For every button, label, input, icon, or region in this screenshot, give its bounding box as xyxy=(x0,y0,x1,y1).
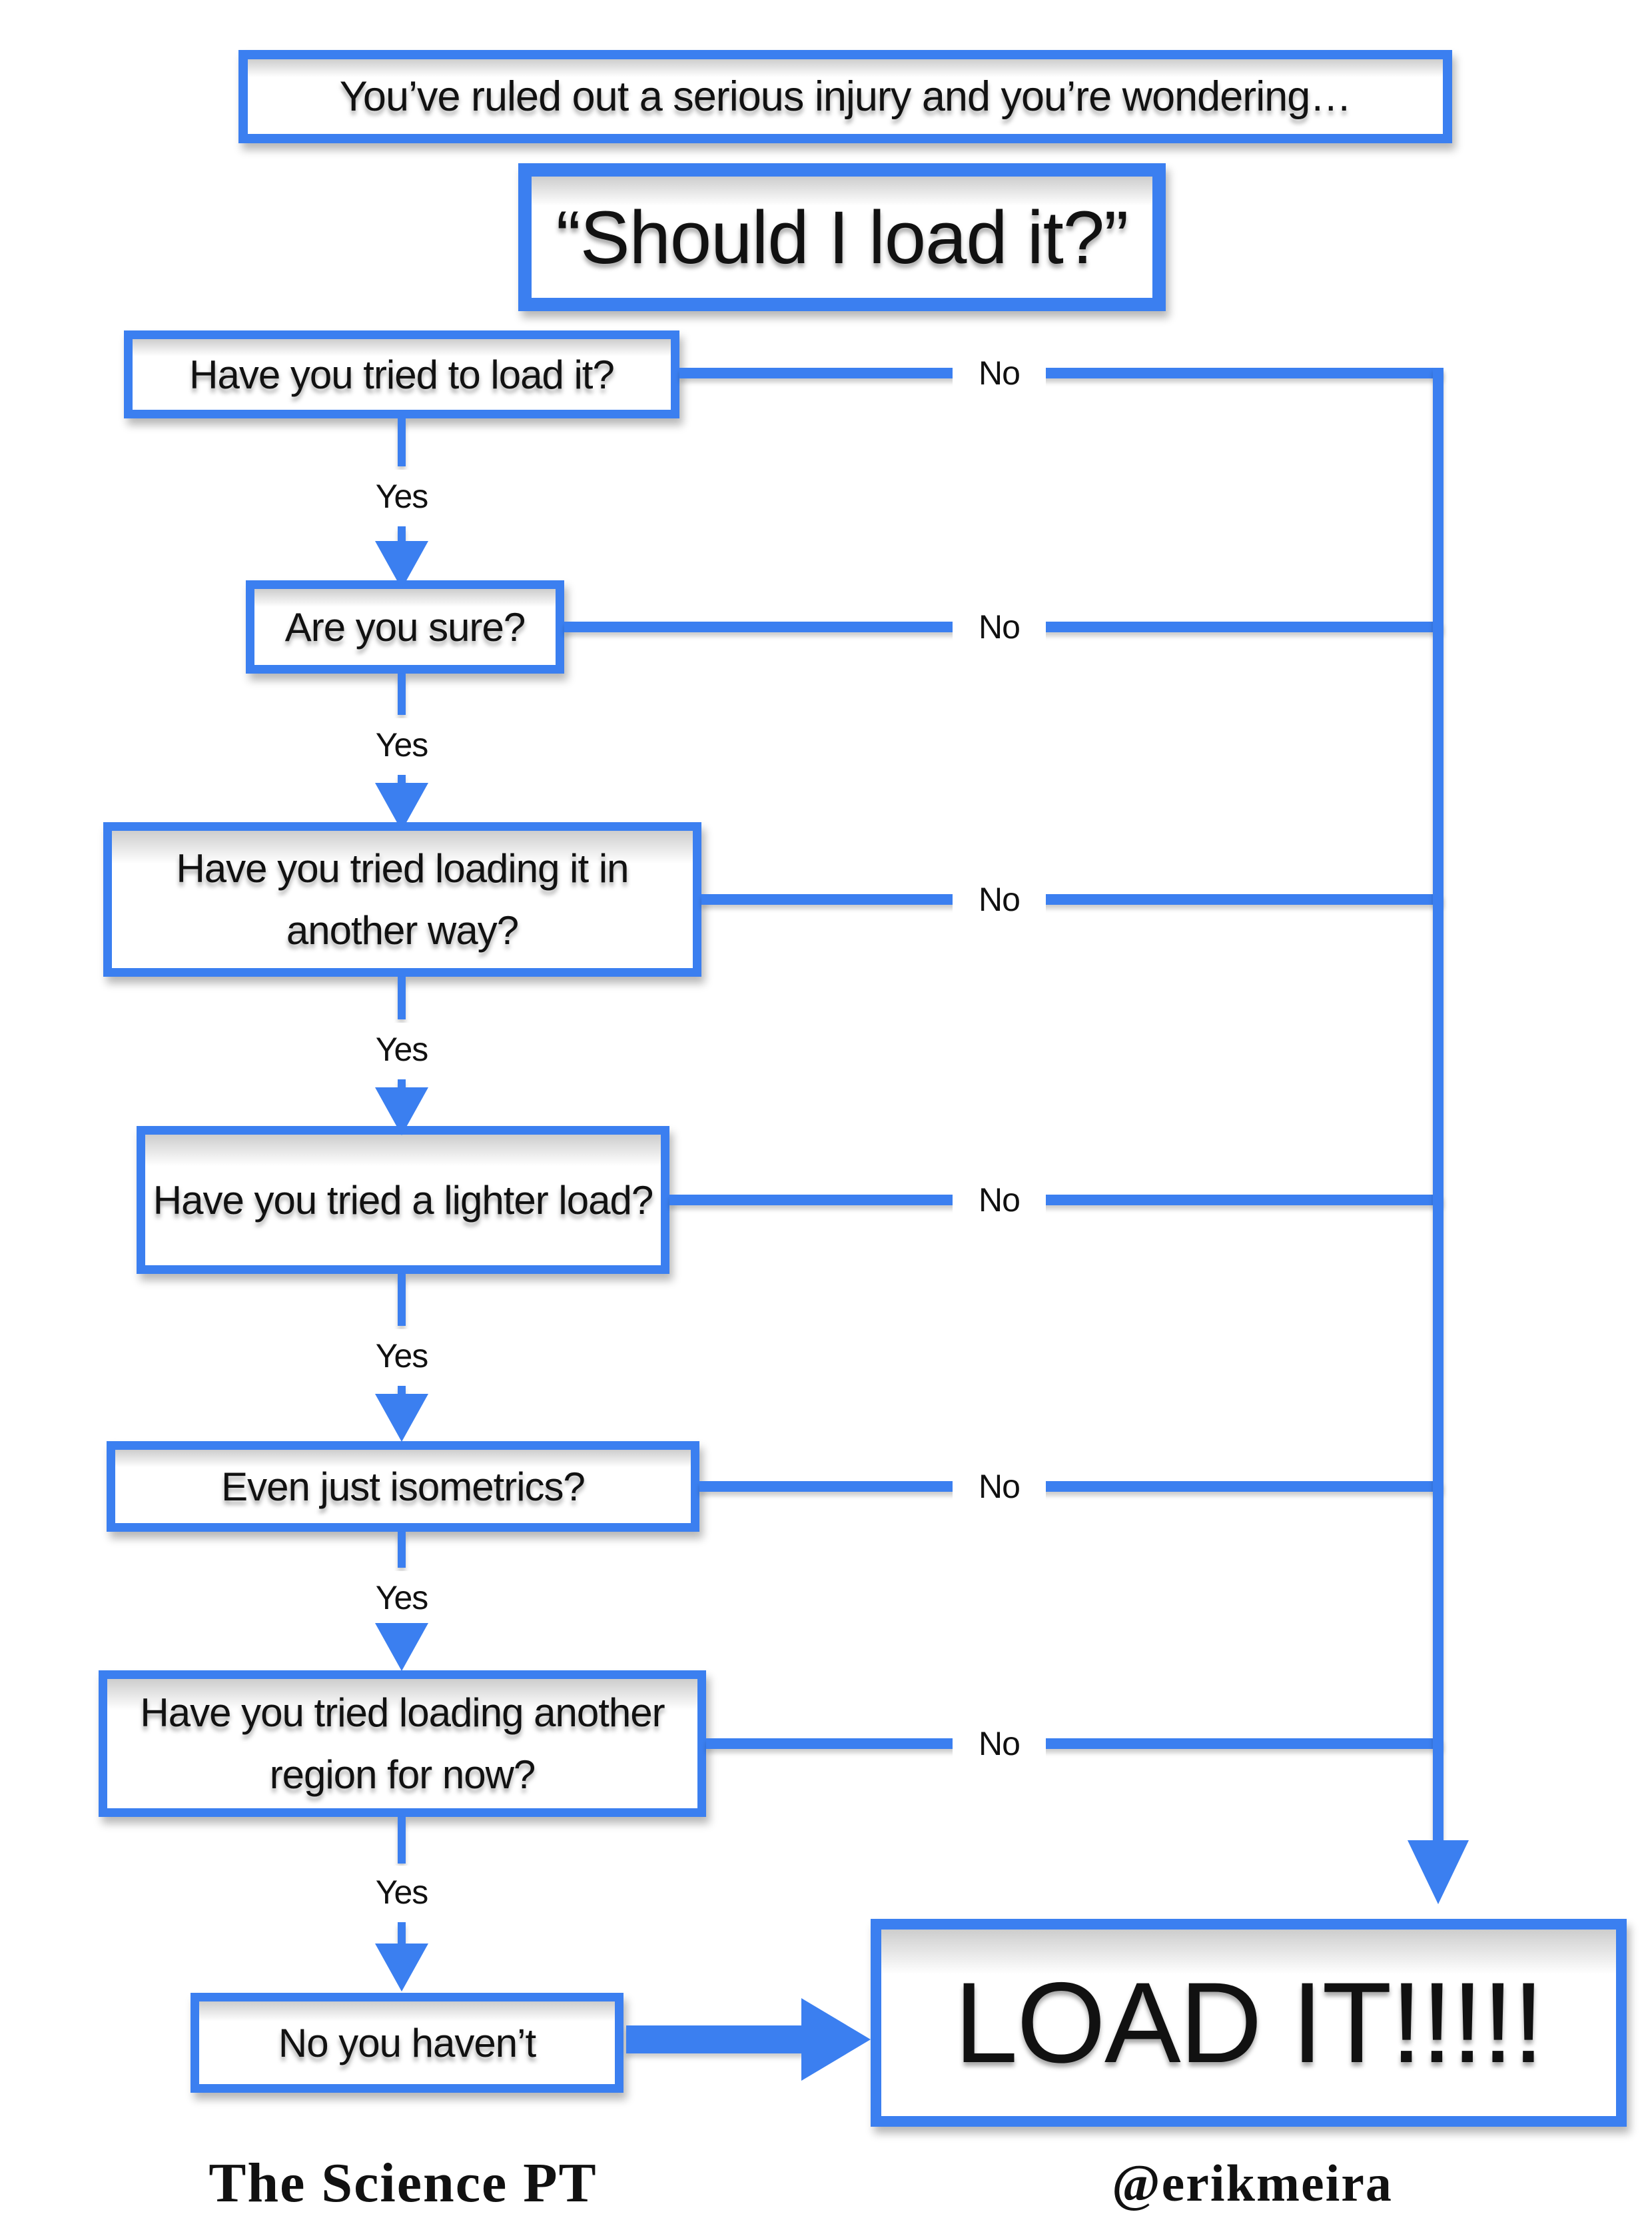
no-label-6: No xyxy=(953,1717,1046,1770)
credit-right: @erikmeira xyxy=(1112,2154,1393,2212)
yes-arrowhead-6-icon xyxy=(375,1944,428,1991)
question-text-5: Even just isometrics? xyxy=(221,1464,586,1509)
yes-label-1: Yes xyxy=(355,470,448,523)
yes-label-3: Yes xyxy=(355,1023,448,1076)
no-line-5 xyxy=(699,1481,1444,1492)
no-label-5: No xyxy=(953,1460,1046,1513)
no-label-4: No xyxy=(953,1173,1046,1227)
result-text: LOAD IT!!!!! xyxy=(954,1959,1545,2087)
yes-label-2: Yes xyxy=(355,718,448,772)
trunk-arrowhead-icon xyxy=(1408,1840,1469,1904)
trunk-line xyxy=(1433,368,1444,1842)
question-box-2: Are you sure? xyxy=(246,580,564,674)
yes-label-5: Yes xyxy=(355,1571,448,1624)
no-line-3 xyxy=(701,894,1444,905)
yes-line-6a xyxy=(398,1817,406,1864)
final-negative-box: No you haven’t xyxy=(191,1993,623,2093)
yes-line-4a xyxy=(398,1274,406,1326)
question-text-6: Have you tried loading another region fo… xyxy=(140,1690,665,1797)
yes-arrowhead-5-icon xyxy=(375,1623,428,1671)
no-label-1: No xyxy=(953,346,1046,400)
question-box-6: Have you tried loading another region fo… xyxy=(99,1670,706,1817)
credit-left: The Science PT xyxy=(208,2152,598,2214)
no-label-2: No xyxy=(953,600,1046,654)
final-arrowhead-icon xyxy=(801,1998,871,2081)
question-text-1: Have you tried to load it? xyxy=(189,352,615,397)
question-box-1: Have you tried to load it? xyxy=(124,330,679,418)
yes-line-3a xyxy=(398,977,406,1019)
yes-arrowhead-4-icon xyxy=(375,1394,428,1442)
page-title: “Should I load it?” xyxy=(556,195,1129,279)
question-text-3: Have you tried loading it in another way… xyxy=(176,846,629,953)
title-box: “Should I load it?” xyxy=(518,163,1166,311)
yes-line-2b xyxy=(398,775,406,783)
intro-banner-text: You’ve ruled out a serious injury and yo… xyxy=(339,73,1352,120)
question-text-4: Have you tried a lighter load? xyxy=(153,1177,653,1223)
yes-label-4: Yes xyxy=(355,1329,448,1383)
yes-line-3b xyxy=(398,1079,406,1087)
no-label-3: No xyxy=(953,873,1046,926)
yes-line-5a xyxy=(398,1532,406,1568)
question-box-5: Even just isometrics? xyxy=(107,1441,699,1532)
question-box-3: Have you tried loading it in another way… xyxy=(103,822,701,977)
final-arrow-shaft xyxy=(626,2025,805,2053)
question-box-4: Have you tried a lighter load? xyxy=(137,1126,669,1274)
no-line-6 xyxy=(706,1738,1444,1749)
yes-line-1b xyxy=(398,526,406,541)
yes-arrowhead-3-icon xyxy=(375,1087,428,1135)
yes-line-2a xyxy=(398,674,406,715)
yes-arrowhead-2-icon xyxy=(375,783,428,831)
yes-line-1a xyxy=(398,418,406,466)
yes-label-6: Yes xyxy=(355,1866,448,1919)
intro-banner: You’ve ruled out a serious injury and yo… xyxy=(238,50,1452,143)
yes-line-4b xyxy=(398,1386,406,1394)
result-box: LOAD IT!!!!! xyxy=(871,1919,1627,2127)
yes-arrowhead-1-icon xyxy=(375,541,428,589)
no-line-4 xyxy=(669,1195,1444,1205)
question-text-2: Are you sure? xyxy=(284,604,526,650)
no-line-1 xyxy=(679,368,1444,378)
final-negative-text: No you haven’t xyxy=(278,2020,536,2065)
yes-line-6b xyxy=(398,1922,406,1944)
